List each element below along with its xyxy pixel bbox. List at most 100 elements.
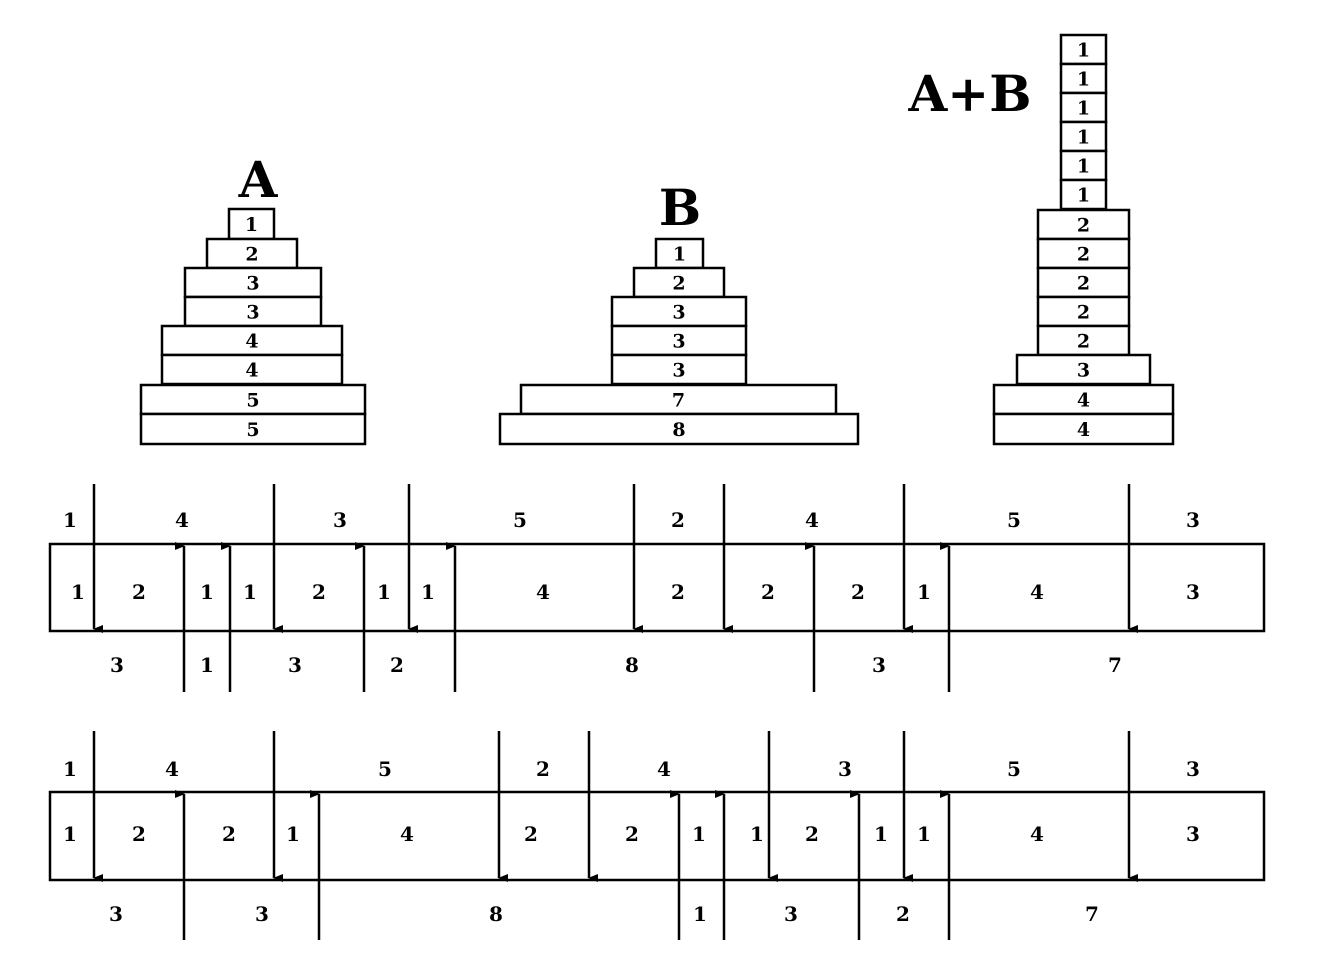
strip-bottom-number: 3 bbox=[255, 902, 269, 926]
stack-block bbox=[1036, 237, 1131, 270]
strip-top-number: 4 bbox=[805, 508, 819, 532]
stack-block-label: 1 bbox=[245, 214, 258, 236]
strip-top-number: 1 bbox=[63, 508, 77, 532]
stack-block-label: 2 bbox=[1077, 215, 1090, 237]
strip-top-number: 5 bbox=[1007, 508, 1021, 532]
stack-block bbox=[160, 353, 344, 386]
stack-block-label: 2 bbox=[1077, 273, 1090, 295]
strip-inside-number: 3 bbox=[1186, 580, 1200, 604]
stack-block bbox=[1059, 62, 1108, 95]
stack-block-label: 4 bbox=[1077, 419, 1090, 441]
stack-block bbox=[632, 266, 726, 299]
strip-top-number: 3 bbox=[1186, 508, 1200, 532]
strip-inside-number: 1 bbox=[200, 580, 214, 604]
stack-block-label: 3 bbox=[1077, 360, 1090, 382]
strip-bottom-number: 1 bbox=[200, 653, 214, 677]
stack-a-label: A bbox=[238, 150, 279, 209]
strip-bottom-number: 7 bbox=[1085, 902, 1099, 926]
strip-top-number: 5 bbox=[378, 757, 392, 781]
stack-block-label: 3 bbox=[246, 302, 259, 324]
stack-block-label: 3 bbox=[672, 302, 685, 324]
stack-block bbox=[139, 412, 367, 446]
strip-inside-number: 4 bbox=[536, 580, 550, 604]
stack-ab-label: A+B bbox=[908, 64, 1032, 123]
stack-block bbox=[1059, 149, 1108, 182]
stack-block-label: 5 bbox=[246, 390, 259, 412]
strip-top-number: 4 bbox=[175, 508, 189, 532]
strip-bottom-number: 2 bbox=[390, 653, 404, 677]
stack-block bbox=[992, 412, 1175, 446]
strip-inside-number: 1 bbox=[874, 822, 888, 846]
strip-inside-number: 1 bbox=[750, 822, 764, 846]
strip-bottom-number: 3 bbox=[872, 653, 886, 677]
strip-top-number: 5 bbox=[513, 508, 527, 532]
stack-block bbox=[1059, 178, 1108, 211]
strip-bottom-number: 3 bbox=[288, 653, 302, 677]
strip-inside-number: 2 bbox=[222, 822, 236, 846]
strip-bottom-number: 3 bbox=[110, 653, 124, 677]
strip-top-number: 1 bbox=[63, 757, 77, 781]
strip-bottom-number: 3 bbox=[784, 902, 798, 926]
strip-inside-number: 2 bbox=[805, 822, 819, 846]
strip-top-number: 2 bbox=[671, 508, 685, 532]
stack-block-label: 2 bbox=[1077, 302, 1090, 324]
strip-bottom-number: 7 bbox=[1108, 653, 1122, 677]
stack-block bbox=[1036, 208, 1131, 241]
strip-inside-number: 2 bbox=[671, 580, 685, 604]
strip-top-number: 3 bbox=[838, 757, 852, 781]
stack-block-label: 3 bbox=[672, 331, 685, 353]
stack-block-label: 4 bbox=[245, 360, 258, 382]
strip-bottom-number: 8 bbox=[489, 902, 503, 926]
strip-inside-number: 3 bbox=[1186, 822, 1200, 846]
strip-inside-number: 1 bbox=[377, 580, 391, 604]
strip-top-number: 2 bbox=[536, 757, 550, 781]
strip-top-number: 3 bbox=[333, 508, 347, 532]
strip-bottom-number: 3 bbox=[109, 902, 123, 926]
stack-block-label: 1 bbox=[1077, 69, 1090, 91]
strip-inside-number: 2 bbox=[312, 580, 326, 604]
stack-block-label: 5 bbox=[246, 419, 259, 441]
stack-block bbox=[1059, 120, 1108, 153]
stack-a: 1 2 3 3 4 4 5 5 bbox=[139, 207, 367, 446]
strip-inside-number: 1 bbox=[71, 580, 85, 604]
strip-top-number: 4 bbox=[657, 757, 671, 781]
stack-block-label: 2 bbox=[245, 244, 258, 266]
stack-block-label: 4 bbox=[245, 331, 258, 353]
strip-bottom-number: 2 bbox=[896, 902, 910, 926]
strip-inside-number: 1 bbox=[917, 580, 931, 604]
stack-block bbox=[1015, 353, 1152, 386]
stack-b-label: B bbox=[659, 178, 701, 237]
stack-block-label: 2 bbox=[672, 273, 685, 295]
strip-top-number: 3 bbox=[1186, 757, 1200, 781]
stack-block-label: 4 bbox=[1077, 390, 1090, 412]
strip-inside-number: 1 bbox=[421, 580, 435, 604]
stack-block-label: 1 bbox=[1077, 40, 1090, 62]
stack-block-label: 1 bbox=[1077, 185, 1090, 207]
strip-inside-number: 4 bbox=[400, 822, 414, 846]
strip-inside-number: 4 bbox=[1030, 822, 1044, 846]
stack-block-label: 3 bbox=[672, 360, 685, 382]
stack-block-label: 8 bbox=[672, 419, 685, 441]
strip-inside-number: 4 bbox=[1030, 580, 1044, 604]
strip-inside-number: 1 bbox=[692, 822, 706, 846]
stack-block-label: 1 bbox=[1077, 127, 1090, 149]
strip-bottom-number: 1 bbox=[693, 902, 707, 926]
strip-inside-number: 2 bbox=[851, 580, 865, 604]
strip-top-number: 4 bbox=[165, 757, 179, 781]
strip-top-number: 5 bbox=[1007, 757, 1021, 781]
strip-inside-number: 2 bbox=[132, 822, 146, 846]
stack-block-label: 1 bbox=[673, 244, 686, 266]
strip-inside-number: 1 bbox=[286, 822, 300, 846]
strip-bottom-number: 8 bbox=[625, 653, 639, 677]
strip-box bbox=[48, 790, 1266, 882]
strip-inside-number: 2 bbox=[761, 580, 775, 604]
stack-block-label: 3 bbox=[246, 273, 259, 295]
strip-inside-number: 1 bbox=[63, 822, 77, 846]
stack-block bbox=[498, 412, 860, 446]
stack-block-label: 2 bbox=[1077, 244, 1090, 266]
stack-block-label: 2 bbox=[1077, 331, 1090, 353]
stack-block bbox=[183, 295, 323, 328]
